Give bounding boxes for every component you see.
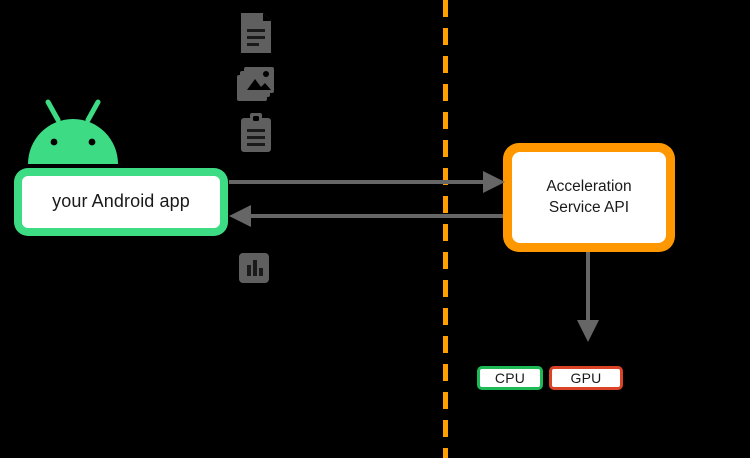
android-robot-logo (18, 98, 128, 168)
app-box-label: your Android app (52, 191, 190, 212)
api-box-label: Acceleration Service API (546, 177, 632, 216)
arrow-app-to-api (229, 171, 505, 193)
dashed-boundary-line (443, 0, 448, 458)
arrow-api-to-backends (577, 252, 599, 342)
clipboard-icon (237, 112, 275, 156)
backend-chip-gpu-label: GPU (570, 370, 602, 386)
app-box-inner: your Android app (22, 176, 220, 228)
api-box-inner: Acceleration Service API (512, 152, 666, 243)
api-box: Acceleration Service API (503, 143, 675, 252)
document-icon (237, 11, 275, 55)
arrow-api-to-app (229, 205, 503, 227)
backend-chip-cpu: CPU (477, 366, 543, 390)
app-box: your Android app (14, 168, 228, 236)
bar-chart-icon (238, 252, 270, 284)
backend-chip-gpu: GPU (549, 366, 623, 390)
backend-chip-cpu-label: CPU (494, 370, 526, 386)
image-icon (236, 62, 276, 106)
